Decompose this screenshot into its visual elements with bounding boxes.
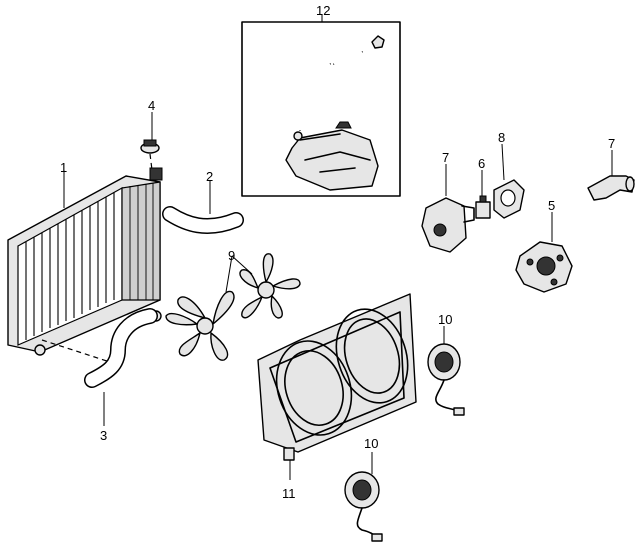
callout-7a: 7 [442,150,449,165]
water-pump: 5 [515,198,573,293]
callout-11: 11 [282,486,296,501]
upper-radiator-hose: 2 [162,169,244,234]
fan-left [165,290,235,361]
callout-10a: 10 [438,312,452,327]
fan-motor-lower: 10 [344,436,383,542]
fan-right [239,253,301,319]
callout-6: 6 [478,156,485,171]
water-outlet-right: 7 [587,136,635,201]
coolant-reservoir-tank [285,129,379,191]
callout-10b: 10 [364,436,378,451]
thermostat: 6 [475,156,491,219]
water-outlet-left: 7 [421,150,475,253]
inset-frame [241,21,401,197]
callout-8: 8 [498,130,505,145]
fan-motor-upper: 10 [427,312,465,416]
radiator-cap: 4 [140,98,160,171]
reservoir-inset: 12 [241,3,401,197]
callout-12: 12 [316,3,330,18]
callout-1: 1 [60,160,67,175]
reservoir-cap-small [371,35,385,49]
callout-7b: 7 [608,136,615,151]
callout-5: 5 [548,198,555,213]
callout-3: 3 [100,428,107,443]
callout-2: 2 [206,169,213,184]
callout-4: 4 [148,98,155,113]
cooling-fans: 9 [165,248,301,361]
fan-shroud: 11 [257,293,417,501]
thermostat-housing: 8 [493,130,525,219]
lower-radiator-hose: 3 [41,308,158,443]
reservoir-cap [335,121,352,129]
radiator: 1 [7,160,163,356]
radiator-filler-neck [149,167,163,181]
overflow-hose [298,63,331,131]
callout-9: 9 [228,248,235,263]
